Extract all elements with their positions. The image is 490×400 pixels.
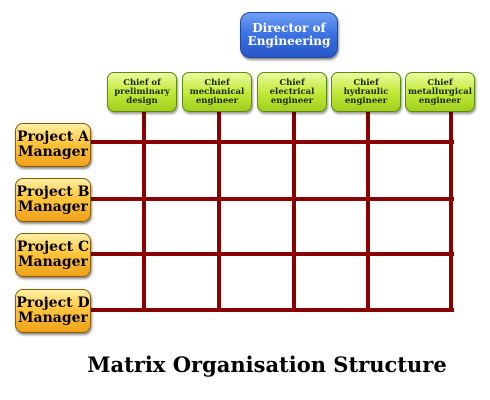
- chief-box-mechanical: Chief mechanical engineer: [182, 72, 252, 112]
- diagram-caption: Matrix Organisation Structure: [87, 352, 447, 377]
- chief-box-hydraulic: Chief hydraulic engineer: [331, 72, 401, 112]
- chief-box-electrical: Chief electrical engineer: [257, 72, 327, 112]
- project-d-manager-box: Project D Manager: [15, 289, 91, 333]
- project-c-manager-box: Project C Manager: [15, 233, 91, 277]
- director-label: Director of Engineering: [247, 21, 331, 48]
- project-manager-label: Project A Manager: [17, 129, 89, 160]
- project-b-manager-box: Project B Manager: [15, 178, 91, 222]
- project-manager-label: Project D Manager: [16, 295, 90, 326]
- director-box: Director of Engineering: [240, 12, 338, 58]
- chief-box-metallurgical: Chief metallurgical engineer: [405, 72, 475, 112]
- chief-label: Chief metallurgical engineer: [407, 77, 473, 106]
- project-manager-label: Project C Manager: [16, 239, 90, 270]
- project-manager-label: Project B Manager: [16, 184, 90, 215]
- chief-label: Chief of preliminary design: [114, 77, 170, 106]
- project-a-manager-box: Project A Manager: [15, 123, 91, 167]
- chief-label: Chief mechanical engineer: [189, 77, 245, 106]
- chief-label: Chief electrical engineer: [269, 77, 315, 106]
- chief-label: Chief hydraulic engineer: [343, 77, 389, 106]
- chief-box-preliminary-design: Chief of preliminary design: [107, 72, 177, 112]
